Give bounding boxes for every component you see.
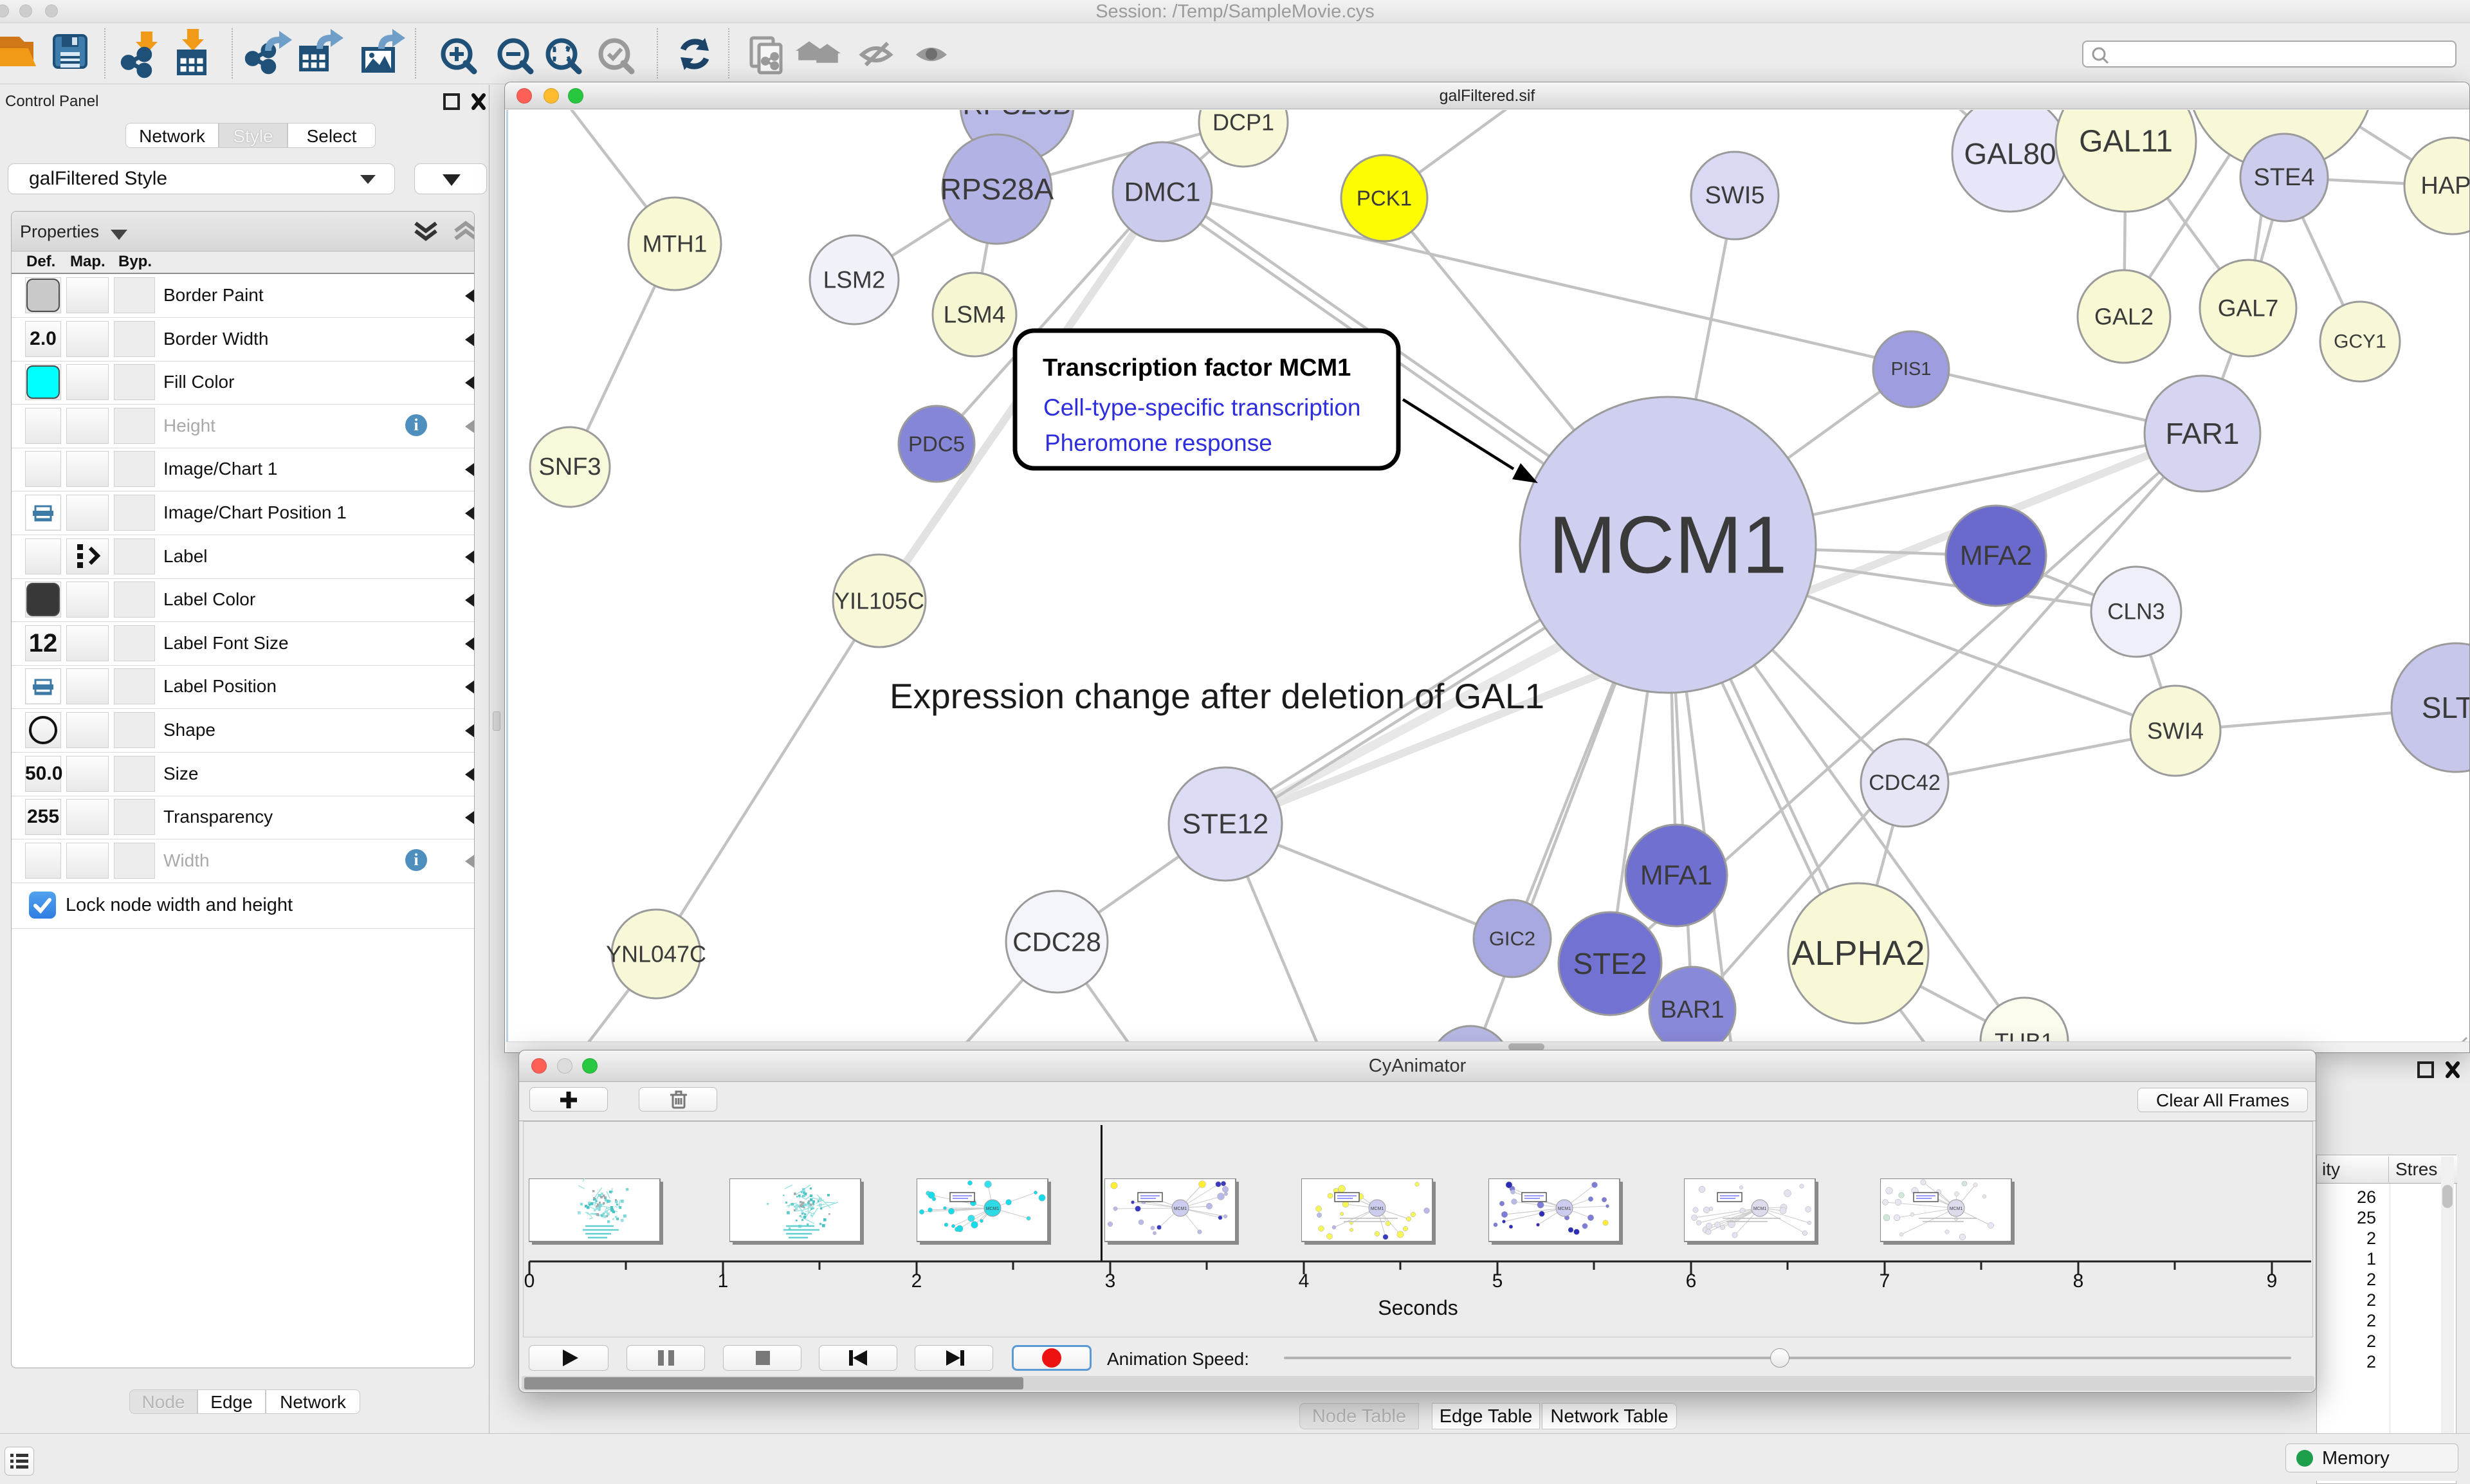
- svg-text:CLN3: CLN3: [2107, 600, 2164, 625]
- svg-text:9: 9: [2267, 1270, 2278, 1292]
- svg-text:HAP2: HAP2: [2420, 172, 2469, 199]
- svg-text:YIL105C: YIL105C: [834, 588, 924, 614]
- svg-text:MCM1: MCM1: [1174, 1207, 1187, 1211]
- svg-text:PCK1: PCK1: [1357, 187, 1412, 210]
- svg-text:CDC42: CDC42: [1869, 771, 1940, 795]
- svg-text:GAL7: GAL7: [2218, 295, 2279, 322]
- svg-text:MFA2: MFA2: [1960, 540, 2032, 571]
- svg-text:FAR1: FAR1: [2165, 417, 2239, 450]
- svg-text:STE4: STE4: [2253, 164, 2314, 191]
- svg-text:Pheromone response: Pheromone response: [1045, 430, 1272, 456]
- svg-text:MCM1: MCM1: [1371, 1207, 1384, 1211]
- svg-text:GAL11: GAL11: [2079, 125, 2173, 159]
- svg-text:7: 7: [1880, 1270, 1890, 1292]
- svg-text:GCY1: GCY1: [2334, 331, 2386, 353]
- svg-text:SWI5: SWI5: [1705, 182, 1765, 209]
- svg-text:GIC2: GIC2: [1489, 928, 1535, 950]
- svg-text:STE12: STE12: [1182, 809, 1269, 840]
- svg-text:STE2: STE2: [1573, 947, 1647, 980]
- svg-text:SNF3: SNF3: [538, 453, 601, 481]
- svg-text:2: 2: [911, 1270, 922, 1292]
- svg-text:1: 1: [718, 1270, 729, 1292]
- svg-text:DMC1: DMC1: [1124, 177, 1200, 207]
- svg-text:Transcription factor MCM1: Transcription factor MCM1: [1043, 354, 1351, 381]
- svg-text:MCM1: MCM1: [1950, 1207, 1963, 1211]
- svg-text:YNL047C: YNL047C: [606, 941, 706, 967]
- svg-text:RPS28A: RPS28A: [940, 172, 1054, 206]
- svg-text:0: 0: [524, 1270, 535, 1292]
- svg-text:RPS26B: RPS26B: [963, 110, 1072, 121]
- svg-text:8: 8: [2073, 1270, 2084, 1292]
- svg-text:PIS1: PIS1: [1891, 359, 1932, 380]
- svg-text:MTH1: MTH1: [643, 231, 708, 257]
- svg-text:Expression change after deleti: Expression change after deletion of GAL1: [890, 676, 1544, 716]
- svg-text:MCM1: MCM1: [1558, 1207, 1571, 1211]
- svg-text:SWI4: SWI4: [2147, 718, 2204, 744]
- svg-text:GAL2: GAL2: [2094, 304, 2154, 330]
- svg-text:MCM1: MCM1: [1753, 1207, 1767, 1211]
- svg-text:BAR1: BAR1: [1660, 996, 1724, 1023]
- svg-text:CDC28: CDC28: [1012, 927, 1101, 957]
- svg-text:3: 3: [1105, 1270, 1116, 1292]
- svg-text:MCM1: MCM1: [1549, 500, 1788, 591]
- svg-text:MCM1: MCM1: [986, 1207, 1000, 1211]
- svg-text:DCP1: DCP1: [1212, 110, 1274, 136]
- svg-text:Cell-type-specific transcripti: Cell-type-specific transcription: [1043, 394, 1361, 421]
- svg-text:5: 5: [1492, 1270, 1503, 1292]
- svg-text:MFA1: MFA1: [1640, 860, 1712, 891]
- svg-text:GAL80: GAL80: [1964, 137, 2056, 170]
- svg-text:6: 6: [1686, 1270, 1697, 1292]
- svg-text:ALPHA2: ALPHA2: [1791, 934, 1925, 973]
- svg-text:PDC5: PDC5: [908, 432, 965, 456]
- svg-text:SLT2: SLT2: [2422, 691, 2469, 724]
- svg-text:4: 4: [1299, 1270, 1310, 1292]
- svg-text:LSM4: LSM4: [944, 302, 1006, 328]
- svg-text:LSM2: LSM2: [823, 267, 886, 293]
